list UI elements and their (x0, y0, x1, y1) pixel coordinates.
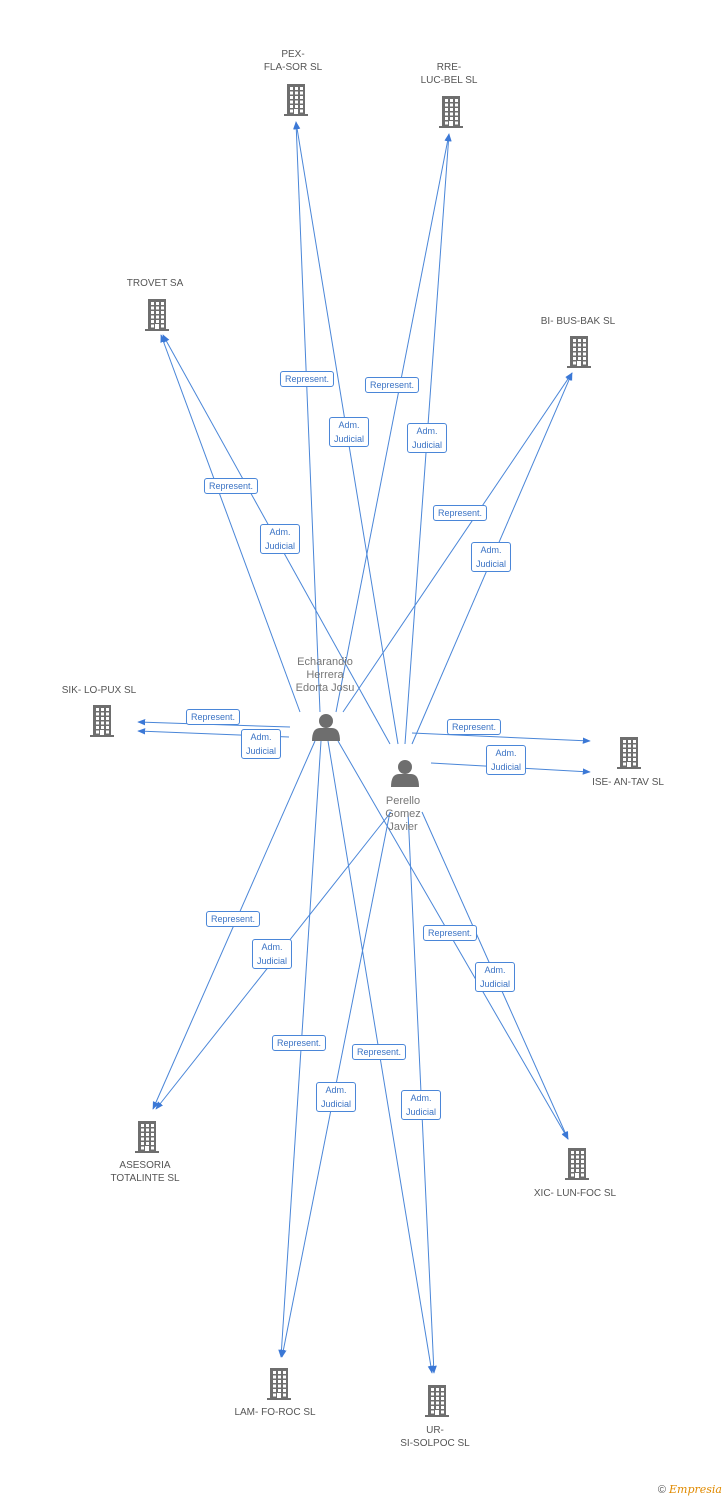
edge-label-echarandio-ur[interactable]: Represent. (351, 1044, 407, 1060)
building-icon-xic[interactable] (565, 1148, 589, 1180)
person-label-perello[interactable]: Perello Gomez Javier (385, 795, 421, 833)
company-label-sik[interactable]: SIK- LO-PUX SL (61, 685, 137, 696)
edge-label-echarandio-sik[interactable]: Represent. (185, 709, 241, 725)
building-icon-sik[interactable] (90, 705, 114, 737)
edge-label-perello-sik[interactable]: Adm. Judicial (240, 729, 282, 759)
building-icon-ur[interactable] (425, 1385, 449, 1417)
edge-label-echarandio-lam[interactable]: Represent. (271, 1035, 327, 1051)
company-label-ise[interactable]: ISE- AN-TAV SL (592, 777, 664, 788)
edge-label-perello-ur[interactable]: Adm. Judicial (400, 1090, 442, 1120)
edge-label-perello-bibus[interactable]: Adm. Judicial (470, 542, 512, 572)
edge-label-perello-xic[interactable]: Adm. Judicial (474, 962, 516, 992)
edge-label-echarandio-trovet[interactable]: Represent. (203, 478, 259, 494)
edge-label-echarandio-xic[interactable]: Represent. (422, 925, 478, 941)
company-label-trovet[interactable]: TROVET SA (126, 278, 184, 289)
edge-echarandio-rre (335, 133, 451, 713)
edge-label-perello-ise[interactable]: Adm. Judicial (485, 745, 527, 775)
building-icon-asesoria[interactable] (135, 1121, 159, 1153)
edge-label-echarandio-asesoria[interactable]: Represent. (205, 911, 261, 927)
brand-logo[interactable]: Empresia (669, 1483, 722, 1496)
building-icon-pex[interactable] (284, 84, 308, 116)
company-label-asesoria[interactable]: ASESORIA TOTALINTE SL (110, 1160, 180, 1184)
edge-label-echarandio-rre[interactable]: Represent. (364, 377, 420, 393)
company-label-lam[interactable]: LAM- FO-ROC SL (234, 1407, 316, 1418)
nodes-layer (90, 84, 641, 1417)
building-icon-ise[interactable] (617, 737, 641, 769)
edge-echarandio-trovet (160, 334, 301, 713)
company-label-bibus[interactable]: BI- BUS-BAK SL (540, 316, 616, 327)
building-icon-rre[interactable] (439, 96, 463, 128)
edge-label-perello-ise[interactable]: Represent. (446, 719, 502, 735)
company-label-pex[interactable]: PEX- FLA-SOR SL (263, 49, 323, 73)
building-icon-trovet[interactable] (145, 299, 169, 331)
edge-label-perello-trovet[interactable]: Adm. Judicial (259, 524, 301, 554)
person-icon-echarandio[interactable] (312, 714, 340, 741)
company-label-rre[interactable]: RRE- LUC-BEL SL (420, 62, 478, 86)
edge-label-echarandio-pex[interactable]: Represent. (279, 371, 335, 387)
edge-echarandio-bibus (342, 372, 573, 713)
person-label-echarandio[interactable]: Echarandio Herrera Edorta Josu (295, 656, 355, 694)
edge-label-perello-asesoria[interactable]: Adm. Judicial (251, 939, 293, 969)
edge-label-perello-rre[interactable]: Adm. Judicial (406, 423, 448, 453)
edge-label-echarandio-bibus[interactable]: Represent. (432, 505, 488, 521)
edge-echarandio-pex (293, 121, 321, 713)
company-label-ur[interactable]: UR- SI-SOLPOC SL (400, 1425, 470, 1449)
copyright-symbol: © (657, 1484, 666, 1496)
edge-label-perello-lam[interactable]: Adm. Judicial (315, 1082, 357, 1112)
building-icon-lam[interactable] (267, 1368, 291, 1400)
building-icon-bibus[interactable] (567, 336, 591, 368)
footer-credit: © Empresia (658, 1483, 722, 1496)
edge-label-perello-pex[interactable]: Adm. Judicial (328, 417, 370, 447)
person-icon-perello[interactable] (391, 760, 419, 787)
edge-perello-ise (411, 732, 591, 744)
company-label-xic[interactable]: XIC- LUN-FOC SL (533, 1188, 617, 1199)
